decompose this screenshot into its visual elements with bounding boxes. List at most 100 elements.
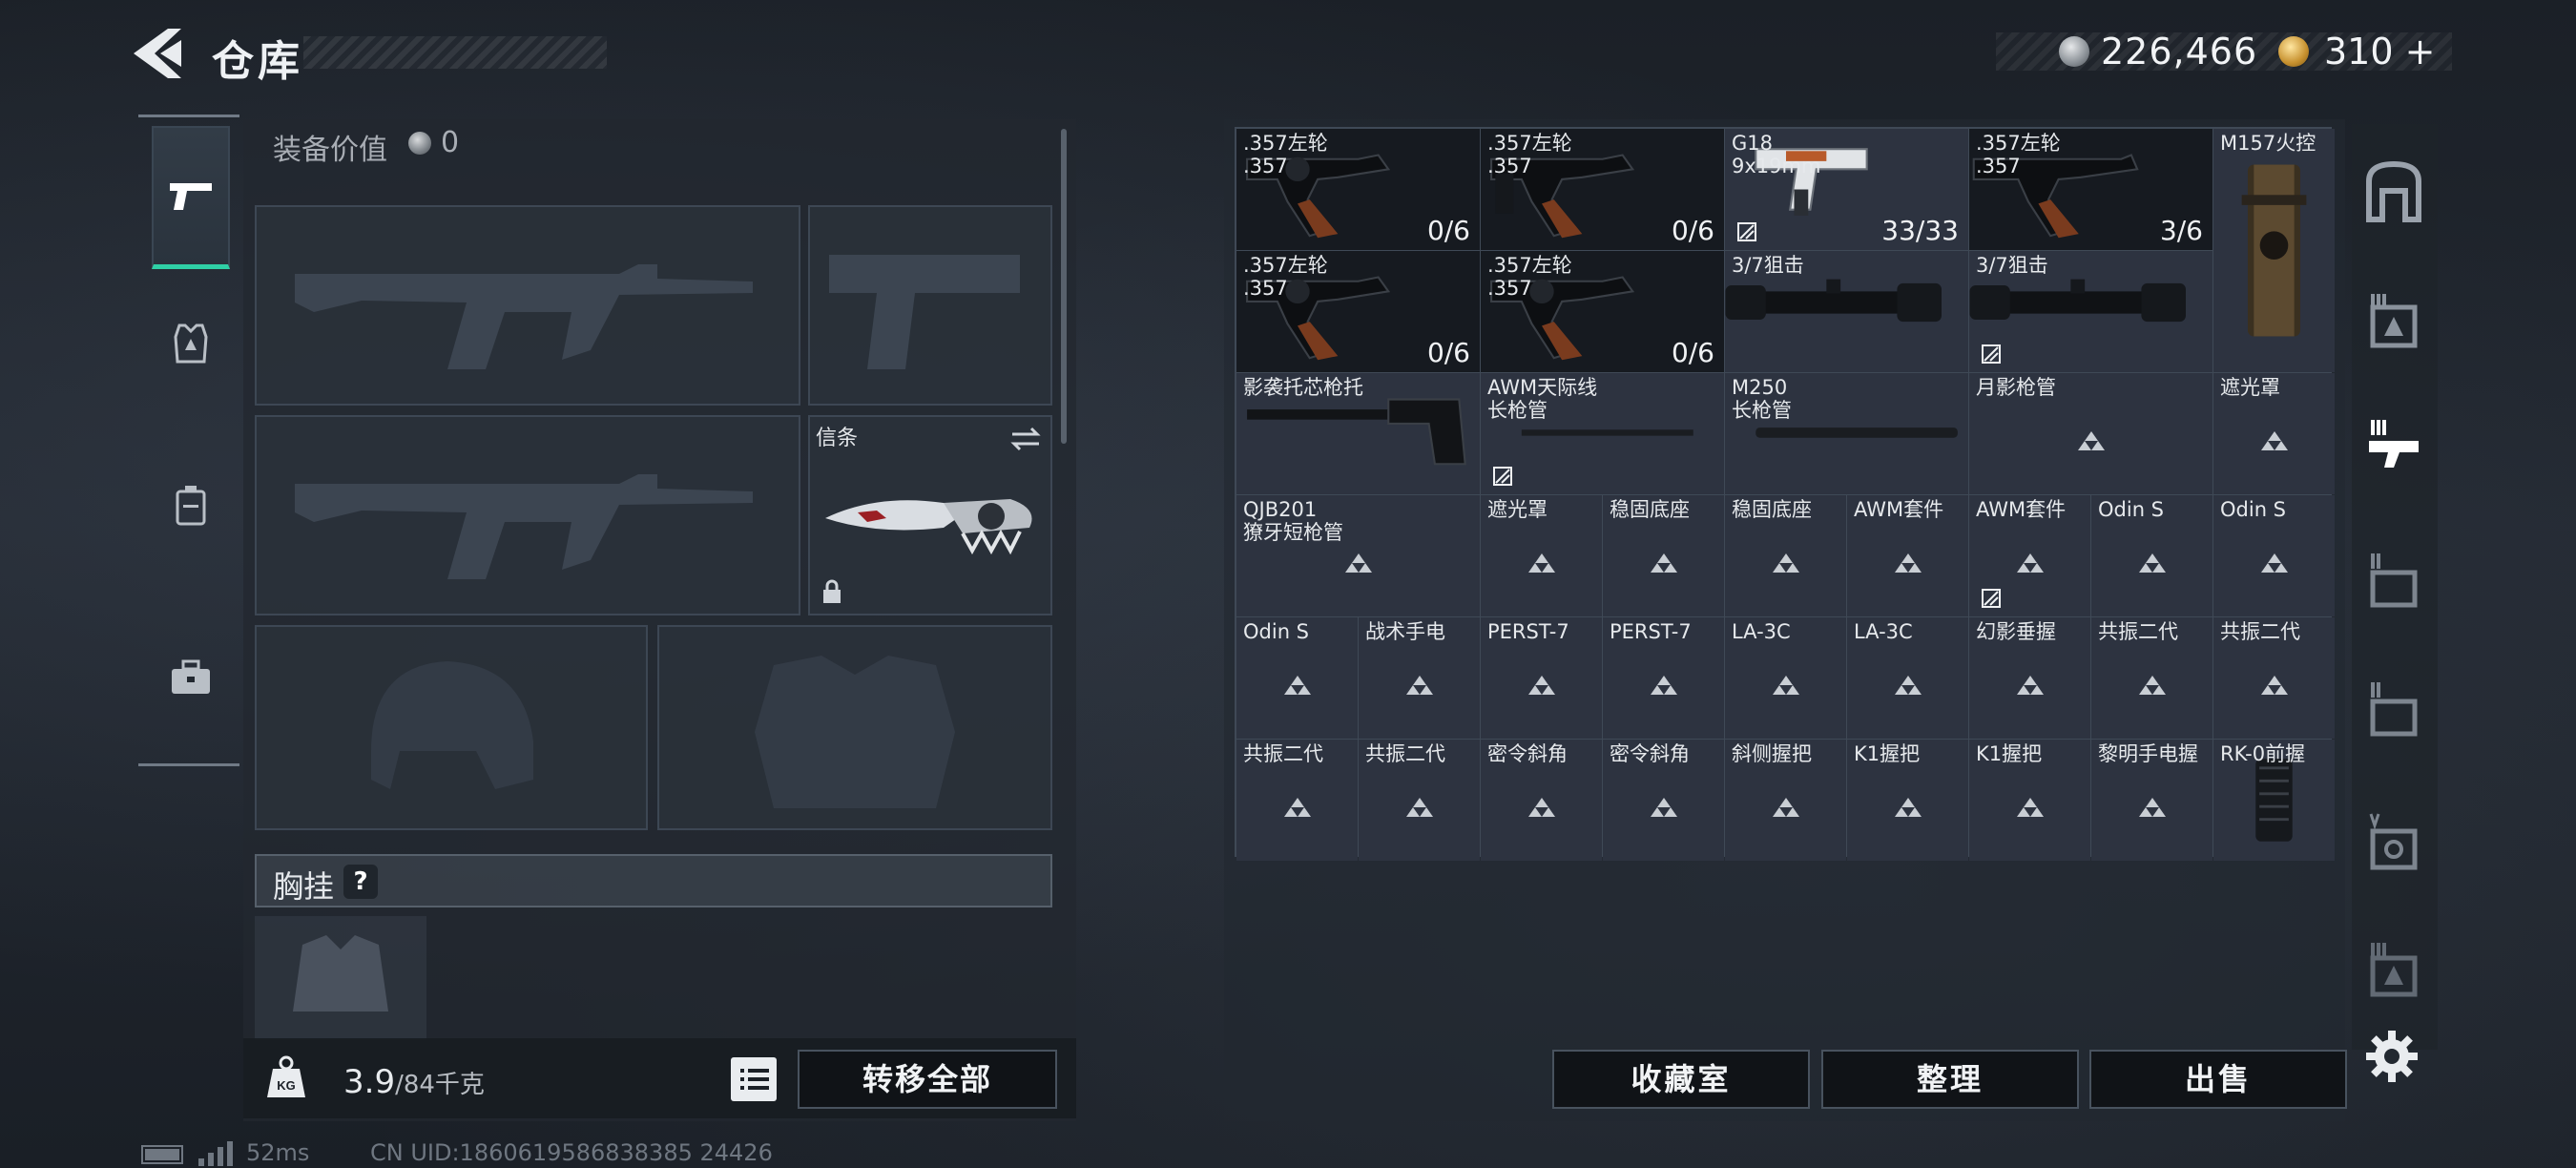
storage-item[interactable]: 密令斜角	[1481, 740, 1602, 861]
storage-page-6-icon[interactable]	[2361, 933, 2426, 1010]
item-name: .357左轮 .357	[1487, 132, 1572, 177]
item-name: 黎明手电握	[2098, 742, 2198, 765]
armor-slot[interactable]	[657, 625, 1052, 830]
battery-level	[145, 1149, 179, 1160]
weight-kg-icon: KG	[267, 1055, 305, 1097]
item-name: Odin S	[2220, 498, 2287, 521]
storage-item[interactable]: 影袭托芯枪托	[1236, 373, 1480, 494]
chest-rig-slot[interactable]	[255, 916, 426, 1040]
collection-room-button[interactable]: 收藏室	[1552, 1050, 1810, 1109]
pistol-slot[interactable]	[808, 205, 1052, 406]
storage-item[interactable]: K1握把	[1969, 740, 2090, 861]
tab-backpack[interactable]	[152, 458, 230, 553]
revolver-icon	[1246, 276, 1391, 361]
loadout-scrollbar[interactable]	[1061, 129, 1067, 444]
storage-item[interactable]: 共振二代	[2091, 617, 2212, 739]
back-arrow-icon[interactable]	[134, 29, 191, 78]
storage-page-4-icon[interactable]	[2361, 673, 2426, 749]
storage-item[interactable]: AWM天际线 长枪管	[1481, 373, 1724, 494]
placeholder-icon	[2138, 676, 2166, 696]
storage-item[interactable]: 共振二代	[1359, 740, 1480, 861]
scope-vertical-icon	[2241, 164, 2307, 337]
case-icon	[172, 659, 210, 694]
stock-icon	[1247, 398, 1466, 466]
help-button[interactable]: ?	[343, 865, 378, 899]
storage-page-rail	[2352, 124, 2438, 1050]
storage-item[interactable]: 密令斜角	[1603, 740, 1724, 861]
storage-item[interactable]: 斜侧握把	[1725, 740, 1846, 861]
storage-item[interactable]: 遮光罩	[2213, 373, 2335, 494]
storage-item[interactable]: 黎明手电握	[2091, 740, 2212, 861]
storage-item[interactable]: AWM套件	[1969, 495, 2090, 616]
storage-item[interactable]: 遮光罩	[1481, 495, 1602, 616]
storage-item[interactable]: 幻影垂握	[1969, 617, 2090, 739]
ammo-count: 3/6	[2159, 215, 2203, 246]
item-name: 共振二代	[1243, 742, 1323, 765]
placeholder-icon	[1344, 553, 1372, 574]
secondary-weapon-slot[interactable]	[255, 415, 800, 615]
gear-icon[interactable]	[2364, 1029, 2420, 1084]
barrel-thick-icon	[1755, 428, 1958, 438]
item-name: 幻影垂握	[1976, 620, 2056, 643]
storage-item[interactable]: 共振二代	[1236, 740, 1358, 861]
melee-slot[interactable]: 信条	[808, 415, 1052, 615]
storage-item[interactable]: PERST-7	[1481, 617, 1602, 739]
lock-icon	[823, 579, 841, 603]
storage-item[interactable]: K1握把	[1847, 740, 1968, 861]
storage-home-icon[interactable]	[2361, 153, 2426, 229]
backpack-icon	[176, 486, 206, 526]
storage-item[interactable]: Odin S	[1236, 617, 1358, 739]
helmet-slot[interactable]	[255, 625, 648, 830]
storage-item[interactable]: RK-0前握	[2213, 740, 2335, 861]
storage-page-5-icon[interactable]	[2361, 806, 2426, 883]
storage-item[interactable]: 稳固底座	[1603, 495, 1724, 616]
item-name: 密令斜角	[1487, 742, 1568, 765]
storage-item[interactable]: 月影枪管	[1969, 373, 2212, 494]
storage-item[interactable]: 稳固底座	[1725, 495, 1846, 616]
storage-item[interactable]: LA-3C	[1847, 617, 1968, 739]
item-name: 3/7狙击	[1732, 254, 1804, 277]
placeholder-icon	[1894, 553, 1922, 574]
storage-item[interactable]: M250 长枪管	[1725, 373, 1968, 494]
storage-item[interactable]: Odin S	[2213, 495, 2335, 616]
tab-weapons[interactable]	[152, 126, 230, 269]
storage-item[interactable]: 战术手电	[1359, 617, 1480, 739]
placeholder-icon	[1772, 676, 1799, 696]
transfer-all-button[interactable]: 转移全部	[798, 1050, 1057, 1109]
storage-item[interactable]: QJB201 獠牙短枪管	[1236, 495, 1480, 616]
item-name: 密令斜角	[1610, 742, 1690, 765]
storage-item[interactable]: 3/7狙击	[1725, 251, 1968, 372]
item-name: 3/7狙击	[1976, 254, 2048, 277]
storage-page-weapons-icon[interactable]	[2361, 410, 2426, 487]
storage-item[interactable]: 共振二代	[2213, 617, 2335, 739]
page-title: 仓库	[212, 37, 303, 86]
storage-item[interactable]: M157火控	[2213, 129, 2335, 372]
tab-armor[interactable]	[152, 296, 230, 391]
sort-button[interactable]: 整理	[1821, 1050, 2079, 1109]
storage-page-2-icon[interactable]	[2361, 284, 2426, 361]
sell-button[interactable]: 出售	[2089, 1050, 2347, 1109]
primary-weapon-slot[interactable]	[255, 205, 800, 406]
placeholder-icon	[2260, 676, 2288, 696]
revolver-long-icon	[1972, 154, 2139, 239]
list-view-button[interactable]	[731, 1057, 777, 1101]
add-gold-button[interactable]: +	[2404, 31, 2436, 73]
storage-item[interactable]: PERST-7	[1603, 617, 1724, 739]
storage-item[interactable]: LA-3C	[1725, 617, 1846, 739]
storage-page-3-icon[interactable]	[2361, 544, 2426, 620]
swap-icon[interactable]	[1008, 425, 1043, 453]
gold-value[interactable]: 310 +	[2324, 31, 2435, 73]
storage-item[interactable]: AWM套件	[1847, 495, 1968, 616]
storage-item[interactable]: Odin S	[2091, 495, 2212, 616]
weight-current: 3.9	[343, 1063, 396, 1101]
storage-item[interactable]: 3/7狙击	[1969, 251, 2212, 372]
tab-case[interactable]	[152, 630, 230, 725]
item-name: .357左轮 .357	[1243, 254, 1328, 300]
placeholder-icon	[1772, 798, 1799, 818]
